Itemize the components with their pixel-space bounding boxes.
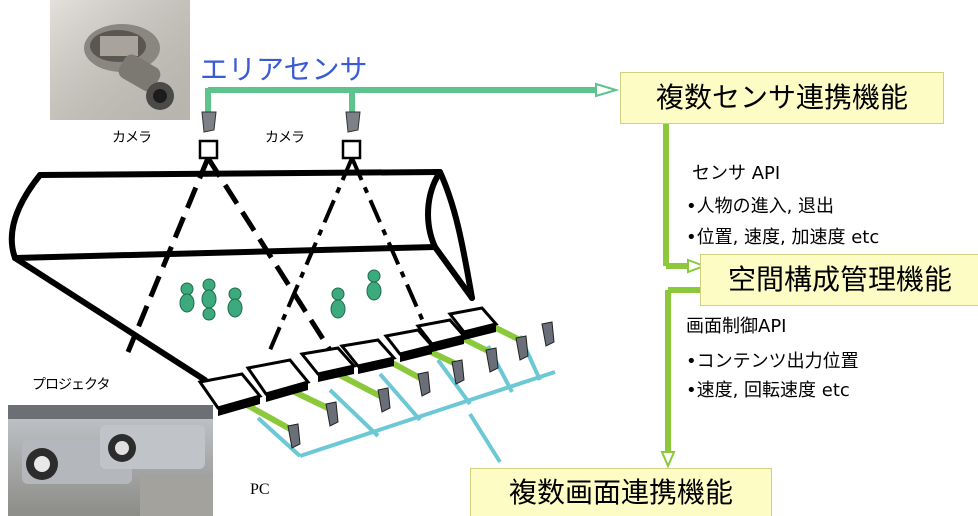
camera-1-label: カメラ <box>112 130 152 146</box>
projector-label: プロジェクタ <box>32 377 110 393</box>
pc-label: PC <box>250 481 270 498</box>
arrow-to-screen-box <box>660 451 676 469</box>
arrow-to-sensor-box <box>595 82 620 98</box>
room-outline <box>8 169 475 383</box>
ceiling-camera-2 <box>341 111 362 160</box>
camera-photo <box>50 0 190 120</box>
screen-api-item-1: •コンテンツ出力位置 <box>686 351 859 372</box>
arrow-to-space-box <box>687 258 707 274</box>
sensor-api-item-1: •人物の進入, 退出 <box>686 196 835 217</box>
api-flow <box>663 123 700 456</box>
projectors <box>197 306 499 416</box>
multi-screen-box: 複数画面連携機能 <box>470 468 772 516</box>
camera-2-label: カメラ <box>265 130 305 146</box>
projector-photo <box>8 405 213 516</box>
screen-api-title: 画面制御API <box>686 316 787 337</box>
camera-fields-of-view <box>125 156 434 353</box>
pc-network <box>256 335 556 464</box>
area-sensor-label: エリアセンサ <box>200 53 368 86</box>
pc-units <box>287 321 555 449</box>
sensor-api-title: センサ API <box>692 163 781 184</box>
people <box>179 269 382 321</box>
sensor-api-item-2: •位置, 速度, 加速度 etc <box>686 227 880 248</box>
space-config-box: 空間構成管理機能 <box>700 254 978 306</box>
ceiling-camera-1 <box>198 111 219 160</box>
sensor-network <box>205 87 600 112</box>
multi-sensor-box: 複数センサ連携機能 <box>620 72 944 124</box>
screen-api-item-2: •速度, 回転速度 etc <box>686 380 850 401</box>
